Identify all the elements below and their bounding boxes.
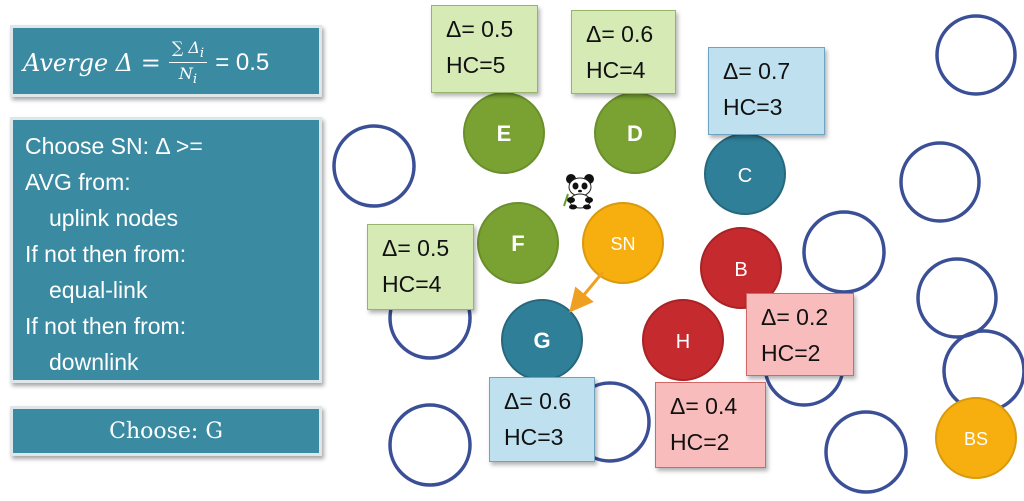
- empty-node: [824, 410, 908, 494]
- node-C: C: [704, 133, 786, 215]
- rule-line: If not then from:: [25, 313, 187, 339]
- node-H: H: [642, 299, 724, 381]
- rule-line: uplink nodes: [49, 205, 179, 231]
- average-formula: Averge Δ = ∑ Δi Ni = 0.5: [23, 38, 269, 87]
- label-D-hc: HC=4: [586, 57, 646, 83]
- formula-denominator: N: [178, 64, 193, 84]
- label-G: Δ= 0.6 HC=3: [489, 377, 595, 462]
- node-H-label: H: [676, 331, 690, 353]
- node-D-label: D: [627, 121, 643, 146]
- node-G: G: [501, 299, 583, 381]
- node-F-label: F: [511, 231, 524, 256]
- node-B: B: [700, 227, 782, 309]
- arrow-icon: [569, 271, 605, 313]
- empty-node: [935, 14, 1017, 96]
- node-BS: BS: [935, 397, 1017, 479]
- node-E-label: E: [497, 121, 512, 146]
- label-G-hc: HC=3: [504, 424, 564, 450]
- node-SN: SN: [582, 202, 664, 284]
- formula-rhs: = 0.5: [215, 48, 270, 76]
- label-B-hc: HC=2: [761, 340, 821, 366]
- node-B-label: B: [734, 259, 747, 281]
- formula-fraction: ∑ Δi Ni: [168, 38, 208, 88]
- rule-line: If not then from:: [25, 241, 187, 267]
- label-B: Δ= 0.2 HC=2: [746, 293, 854, 376]
- label-F-hc: HC=4: [382, 271, 442, 297]
- label-E-delta: Δ= 0.5: [446, 16, 514, 42]
- label-C: Δ= 0.7 HC=3: [708, 47, 825, 135]
- selection-rule-box: Choose SN: Δ >= AVG from: uplink nodes I…: [10, 117, 322, 383]
- panda-icon: [563, 174, 594, 210]
- empty-node: [388, 403, 472, 487]
- choose-result-text: Choose: G: [109, 419, 223, 444]
- label-H-delta: Δ= 0.4: [670, 393, 738, 419]
- label-H-hc: HC=2: [670, 429, 730, 455]
- rule-line: Choose SN: Δ >=: [25, 133, 203, 159]
- average-formula-box: Averge Δ = ∑ Δi Ni = 0.5: [10, 25, 322, 97]
- label-F: Δ= 0.5 HC=4: [367, 224, 474, 310]
- label-C-hc: HC=3: [723, 94, 783, 120]
- formula-numerator-sub: i: [199, 46, 205, 62]
- node-BS-label: BS: [964, 429, 988, 449]
- formula-denominator-sub: i: [192, 72, 198, 88]
- label-C-delta: Δ= 0.7: [723, 58, 791, 84]
- empty-node: [916, 257, 998, 339]
- label-D-delta: Δ= 0.6: [586, 21, 654, 47]
- node-SN-label: SN: [610, 234, 635, 254]
- label-G-delta: Δ= 0.6: [504, 388, 572, 414]
- node-D: D: [594, 92, 676, 174]
- node-C-label: C: [738, 165, 752, 187]
- empty-node: [899, 141, 981, 223]
- label-E: Δ= 0.5 HC=5: [431, 5, 538, 93]
- empty-node: [332, 124, 416, 208]
- label-E-hc: HC=5: [446, 52, 506, 78]
- empty-node: [802, 210, 886, 294]
- label-H: Δ= 0.4 HC=2: [655, 382, 766, 468]
- node-E: E: [463, 92, 545, 174]
- label-B-delta: Δ= 0.2: [761, 304, 829, 330]
- rule-line: equal-link: [49, 277, 148, 303]
- label-D: Δ= 0.6 HC=4: [571, 10, 676, 94]
- node-F: F: [477, 202, 559, 284]
- formula-numerator: ∑ Δ: [171, 38, 200, 57]
- node-G-label: G: [533, 328, 550, 353]
- rule-line: downlink: [49, 349, 139, 375]
- formula-lhs: Averge Δ =: [23, 48, 161, 77]
- label-F-delta: Δ= 0.5: [382, 235, 450, 261]
- rule-line: AVG from:: [25, 169, 131, 195]
- choose-result-box: Choose: G: [10, 406, 322, 456]
